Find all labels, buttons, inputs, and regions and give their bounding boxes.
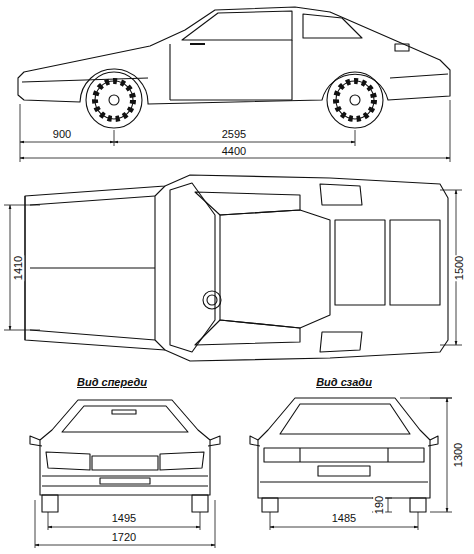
dimension: 1500 [453, 255, 465, 281]
dimension: 190 [373, 495, 385, 515]
dimension: 1485 [331, 512, 357, 524]
dimension: 1495 [111, 512, 137, 524]
dimension: 4400 [221, 145, 247, 157]
top-view [4, 175, 462, 361]
view-title: Вид спереди [76, 376, 148, 388]
view-title: Вид сзади [315, 376, 373, 388]
dimension: 900 [52, 128, 72, 140]
front-view [30, 400, 220, 548]
dimension: 1300 [452, 442, 464, 468]
rear-view [250, 398, 452, 530]
dimension: 1410 [12, 255, 24, 281]
dimension: 1720 [111, 531, 137, 543]
dimension: 2595 [221, 128, 247, 140]
side-view [18, 7, 450, 162]
